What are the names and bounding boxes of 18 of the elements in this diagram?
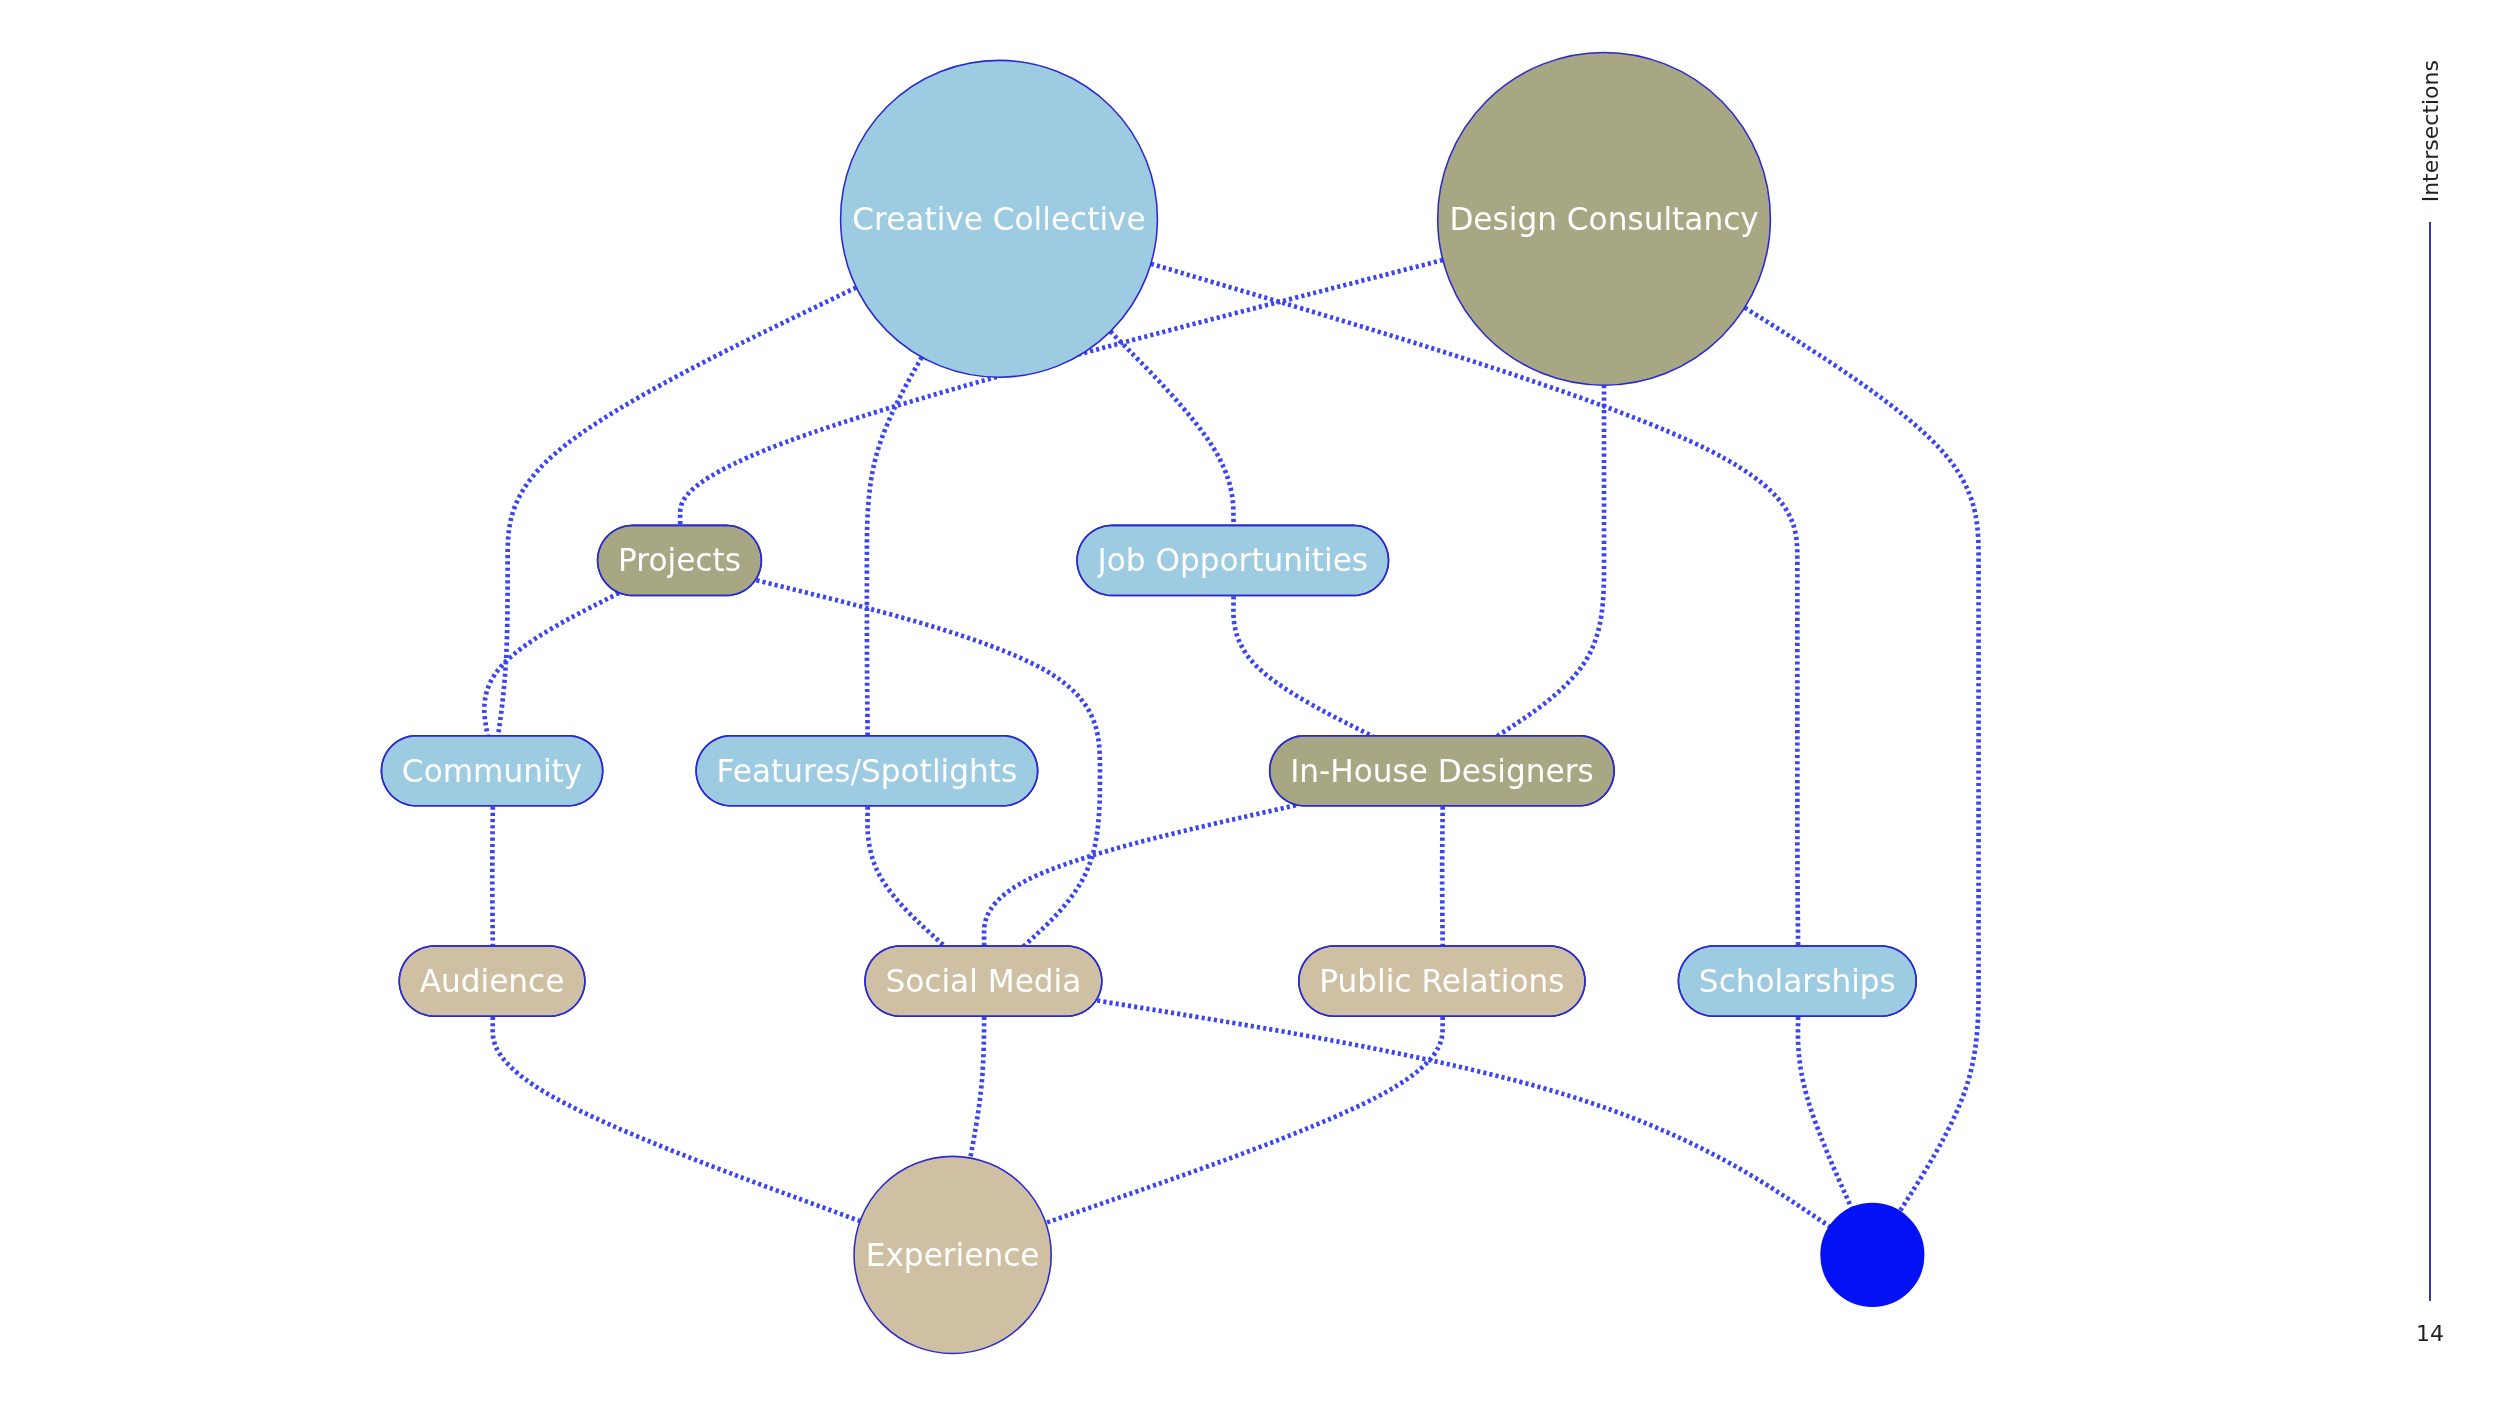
node-circle: Creative Collective [839,59,1159,378]
connector [1439,806,1446,947]
connector [677,257,1444,527]
page-number: 14 [2416,1321,2444,1346]
connector [489,806,496,947]
connector [1045,1016,1446,1226]
connector [1743,305,1981,1213]
connector [864,355,924,737]
connector [490,1016,861,1224]
connector [1795,1016,1854,1210]
connector [1096,998,1831,1229]
connector [968,1016,987,1159]
node-circle: Experience [853,1155,1052,1355]
connector [1150,261,1801,947]
node-circle: Design Consultancy [1436,51,1772,386]
section-heading: Intersections [2417,60,2443,203]
node-circle [1820,1202,1925,1308]
connector [981,802,1297,947]
